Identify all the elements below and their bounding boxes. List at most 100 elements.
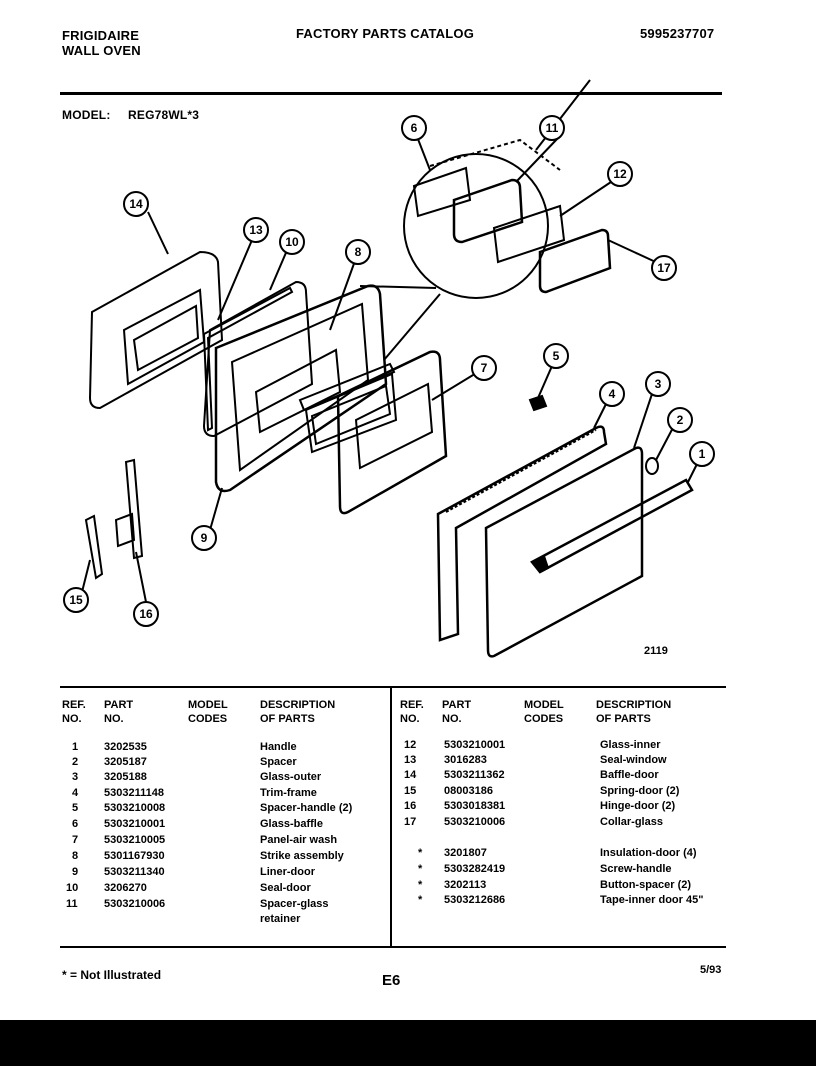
row-desc: Insulation-door (4)	[600, 847, 697, 859]
row-desc-continued: retainer	[260, 913, 301, 925]
row-ref: 1	[72, 741, 79, 753]
row-part: 5303210006	[444, 816, 506, 828]
part-4-trim-frame	[436, 425, 608, 642]
callout-15: 15	[69, 593, 83, 607]
row-part: 5303210001	[104, 818, 166, 830]
row-ref: 10	[66, 882, 79, 894]
product-name: WALL OVEN	[62, 43, 141, 58]
callout-8: 8	[355, 245, 362, 259]
row-desc: Button-spacer (2)	[600, 879, 692, 891]
row-desc: Trim-frame	[260, 787, 317, 799]
row-desc: Seal-window	[600, 754, 667, 766]
row-desc: Hinge-door (2)	[600, 800, 676, 812]
row-part: 3206270	[104, 882, 147, 894]
row-part: 5303210008	[104, 802, 166, 814]
row-ref: 9	[72, 866, 79, 878]
revision-date: 5/93	[700, 964, 722, 976]
row-desc: Glass-outer	[260, 771, 322, 783]
callout-5: 5	[553, 349, 560, 363]
row-desc: Spacer-glass	[260, 898, 329, 910]
row-part: 5303210001	[444, 739, 506, 751]
detail-circle	[403, 153, 549, 299]
part-7-panel-air-wash	[336, 350, 448, 515]
row-ref: 12	[404, 739, 417, 751]
row-desc: Spring-door (2)	[600, 785, 680, 797]
row-ref: 16	[404, 800, 417, 812]
catalog-title: FACTORY PARTS CATALOG	[296, 26, 475, 41]
callout-10: 10	[285, 235, 299, 249]
row-ref: 7	[72, 834, 79, 846]
row-ref: 13	[404, 754, 417, 766]
row-part: 3201807	[444, 847, 487, 859]
row-desc: Screw-handle	[600, 863, 672, 875]
brand-name: FRIGIDAIRE	[62, 28, 140, 43]
figure-number: 2119	[644, 645, 668, 657]
callout-9: 9	[201, 531, 208, 545]
row-desc: Glass-inner	[600, 739, 661, 751]
catalog-number: 5995237707	[640, 26, 715, 41]
callout-7: 7	[481, 361, 488, 375]
row-part: 5303210005	[104, 834, 166, 846]
row-part: 5303210006	[104, 898, 166, 910]
table-bottom-rule	[60, 946, 726, 948]
row-ref: 8	[72, 850, 79, 862]
exploded-parts-diagram: 1 2 3 4 5 6 7 8 9 10 11 12 13 14 15 16 1…	[63, 79, 715, 658]
header-ref-right: REF.NO.	[400, 699, 424, 725]
detail-part-13	[452, 178, 524, 244]
row-part: 5303211148	[104, 787, 164, 799]
model-label: MODEL:	[62, 108, 111, 122]
callout-12: 12	[613, 167, 627, 181]
row-ref: 14	[404, 769, 417, 781]
row-desc: Liner-door	[260, 866, 315, 878]
row-desc: Tape-inner door 45"	[600, 894, 704, 906]
part-16-hinge	[124, 458, 144, 560]
row-ref: 5	[72, 802, 79, 814]
part-9-liner-door	[214, 284, 388, 493]
callout-1: 1	[699, 447, 706, 461]
row-desc: Spacer	[260, 756, 297, 768]
callout-13: 13	[249, 223, 263, 237]
part-5-spacer-handle	[528, 394, 548, 412]
callout-2: 2	[677, 413, 684, 427]
row-desc: Spacer-handle (2)	[260, 802, 353, 814]
row-part: 5303211362	[444, 769, 505, 781]
callout-6: 6	[411, 121, 418, 135]
part-11-spacer	[304, 372, 398, 454]
scan-border	[0, 1020, 816, 1066]
callout-14: 14	[129, 197, 143, 211]
detail-part-12	[492, 204, 566, 264]
row-ref: 17	[404, 816, 417, 828]
page-number: E6	[382, 972, 401, 989]
row-part: 3205188	[104, 771, 147, 783]
table-divider	[390, 688, 392, 946]
row-ref: *	[418, 879, 423, 891]
row-part: 3202113	[444, 879, 487, 891]
header-rule	[60, 92, 722, 95]
part-10-seal-door	[202, 280, 314, 438]
row-part: 5303211340	[104, 866, 165, 878]
part-15-spring	[84, 514, 104, 580]
row-ref: *	[418, 894, 423, 906]
row-desc: Glass-baffle	[260, 818, 323, 830]
callout-17: 17	[657, 261, 671, 275]
table-top-rule	[60, 686, 726, 688]
row-part: 3202535	[104, 741, 147, 753]
row-ref: 4	[72, 787, 79, 799]
row-part: 08003186	[444, 785, 493, 797]
row-ref: *	[418, 847, 423, 859]
part-3-glass-outer	[484, 446, 644, 658]
part-1-handle	[530, 478, 694, 574]
row-part: 5303212686	[444, 894, 506, 906]
row-part: 3205187	[104, 756, 147, 768]
row-desc: Handle	[260, 741, 297, 753]
row-ref: *	[418, 863, 423, 875]
not-illustrated-note: * = Not Illustrated	[62, 968, 162, 982]
callout-3: 3	[655, 377, 662, 391]
detail-part-17	[538, 228, 612, 294]
row-ref: 6	[72, 818, 79, 830]
